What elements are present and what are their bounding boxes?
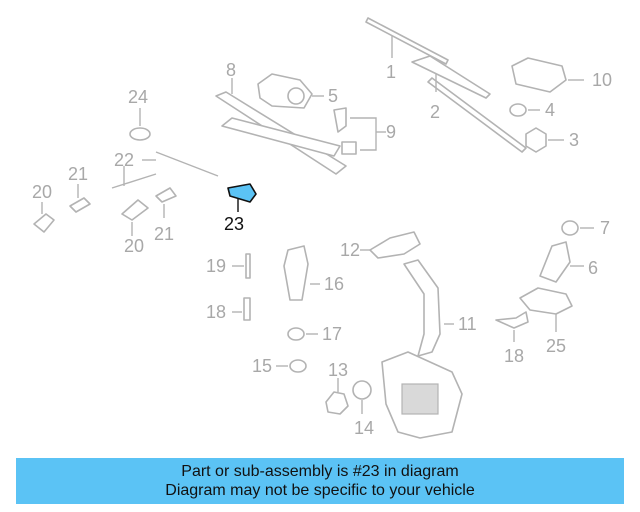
label-12: 12 (340, 240, 360, 260)
label-23: 23 (224, 214, 244, 234)
label-1: 1 (386, 62, 396, 82)
label-10: 10 (592, 70, 612, 90)
part-14-seal-ring (352, 380, 372, 414)
label-18-left: 18 (206, 302, 226, 322)
label-3: 3 (569, 130, 579, 150)
label-24: 24 (128, 87, 148, 107)
part-12-filler-cap (360, 231, 421, 259)
label-19: 19 (206, 256, 226, 276)
part-20-nozzle-right (121, 199, 149, 236)
part-2-wiper-arm (411, 55, 527, 153)
part-4-cap (509, 103, 540, 117)
part-10-bracket (511, 57, 584, 93)
part-7-grommet (561, 220, 594, 236)
part-11-washer-reservoir (381, 259, 463, 439)
part-23-hose-connector (227, 183, 257, 212)
label-22: 22 (114, 150, 134, 170)
label-21-lower: 21 (154, 224, 174, 244)
label-11: 11 (458, 314, 477, 334)
label-17: 17 (322, 324, 342, 344)
label-4: 4 (545, 100, 555, 120)
banner-line-1: Part or sub-assembly is #23 in diagram (181, 463, 459, 480)
part-3-nut (525, 127, 564, 153)
part-1-wiper-blade (365, 17, 449, 65)
part-23-body (227, 183, 257, 203)
label-16: 16 (324, 274, 344, 294)
part-19-bolt (232, 253, 251, 279)
label-6: 6 (588, 258, 598, 278)
part-16-washer-pump (283, 245, 320, 301)
label-2: 2 (430, 102, 440, 122)
parts-diagram: 1 2 3 4 10 5 8 9 (32, 17, 612, 439)
label-20-lower: 20 (124, 236, 144, 256)
label-15: 15 (252, 356, 272, 376)
label-20-upper: 20 (32, 182, 52, 202)
label-21-upper: 21 (68, 164, 88, 184)
label-13: 13 (328, 360, 348, 380)
part-17-seal (287, 327, 318, 341)
label-5: 5 (328, 86, 338, 106)
banner-line-2: Diagram may not be specific to your vehi… (165, 482, 475, 499)
part-21-fitting-left (69, 184, 91, 213)
part-25-washer-mount (519, 287, 573, 332)
label-14: 14 (354, 418, 374, 438)
part-15-grommet (276, 359, 307, 373)
part-9-bolt-set (333, 107, 386, 155)
label-7: 7 (600, 218, 610, 238)
info-banner: Part or sub-assembly is #23 in diagram D… (16, 458, 624, 504)
label-9: 9 (386, 122, 396, 142)
part-20-nozzle-left (33, 202, 55, 233)
label-8: 8 (226, 60, 236, 80)
part-21-fitting-right (155, 187, 177, 218)
part-13-level-sensor (325, 378, 349, 415)
part-18-t-connector (232, 297, 251, 321)
part-6-bracket (539, 241, 584, 283)
part-5-wiper-motor (257, 73, 324, 109)
part-18-connector-right (495, 311, 529, 342)
label-25: 25 (546, 336, 566, 356)
label-18-right: 18 (504, 346, 524, 366)
part-8-wiper-linkage (215, 78, 347, 175)
part-22-washer-hose (111, 151, 219, 189)
part-24-grommet (129, 108, 151, 141)
